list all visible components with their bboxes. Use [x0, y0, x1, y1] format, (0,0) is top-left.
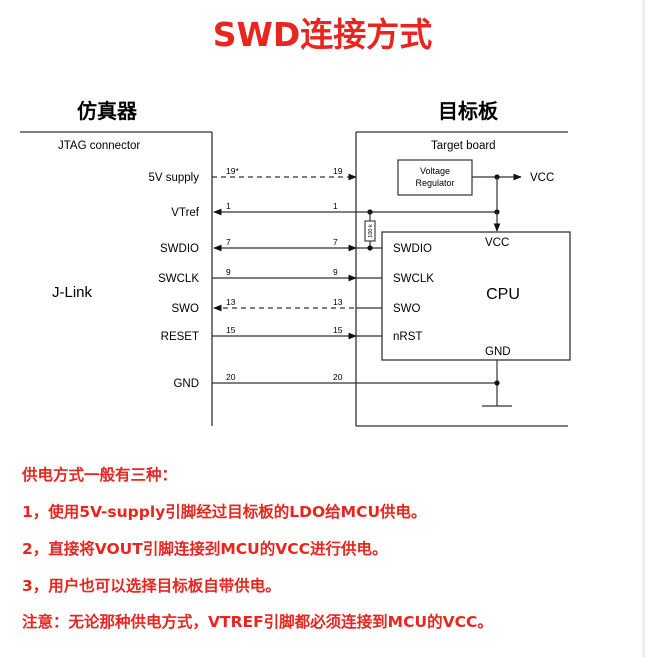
regulator-label-line1: Voltage [420, 166, 450, 176]
pin-number-left: 7 [226, 237, 231, 247]
resistor-value: 100 k [368, 224, 374, 238]
voltage-regulator: Voltage Regulator [397, 159, 473, 196]
cpu-label: CPU [486, 286, 520, 303]
cpu-gnd-label: GND [485, 346, 511, 358]
cpu-pin-nrst: nRST [393, 331, 422, 343]
jlink-label: J-Link [52, 284, 93, 301]
power-note-3: 3，用户也可以选择目标板自带供电。 [22, 577, 281, 595]
pin-row-reset: RESET 15 15 [161, 325, 382, 343]
pin-number-left: 1 [226, 201, 231, 211]
cpu-pin-swdio: SWDIO [393, 243, 432, 255]
swd-connection-diagram: 仿真器 目标板 JTAG connector Target board J-Li… [20, 99, 571, 427]
power-note-2: 2，直接将VOUT引脚连接刭MCU的VCC进行供电。 [22, 540, 388, 558]
pin-name: SWO [172, 303, 200, 315]
pin-row-gnd: GND 20 20 [173, 372, 497, 390]
pin-number-right: 19 [333, 166, 343, 176]
emulator-label: 仿真器 [77, 99, 138, 123]
pullup-resistor: 100 k [364, 209, 376, 251]
pin-number-right: 1 [333, 201, 338, 211]
pin-number-right: 9 [333, 267, 338, 277]
pin-number-left: 15 [226, 325, 236, 335]
pin-number-left: 19* [226, 166, 239, 176]
power-note-1: 1，使用5V-supply引脚经过目标板的LDO给MCU供电。 [22, 503, 427, 521]
cpu-vcc-label: VCC [485, 237, 509, 249]
pin-number-right: 13 [333, 297, 343, 307]
pin-number-left: 9 [226, 267, 231, 277]
pin-name: SWDIO [160, 243, 199, 255]
pin-number-left: 20 [226, 372, 236, 382]
pin-number-right: 20 [333, 372, 343, 382]
pin-row-vtref: VTref 1 1 [171, 201, 497, 219]
pin-row-swclk: SWCLK 9 9 [158, 267, 382, 285]
pin-row-swdio: SWDIO 7 7 [160, 237, 382, 255]
pin-row-5v-supply: 5V supply 19* 19 [148, 166, 357, 184]
pin-name: RESET [161, 331, 199, 343]
emulator-box [20, 131, 213, 426]
pin-number-right: 15 [333, 325, 343, 335]
pin-name: 5V supply [148, 172, 199, 184]
power-note-warning: 注意：无论那种供电方式，VTREF引脚都必须连接到MCU的VCC。 [22, 613, 493, 631]
regulator-label-line2: Regulator [415, 178, 454, 188]
cpu-pin-swclk: SWCLK [393, 273, 434, 285]
page-title: SWD连接方式 [212, 15, 433, 54]
pin-name: VTref [171, 207, 199, 219]
power-notes-heading: 供电方式一般有三种： [22, 466, 178, 484]
pin-name: GND [173, 378, 199, 390]
pin-row-swo: SWO 13 13 [172, 297, 382, 315]
cpu-pin-labels: SWDIO SWCLK SWO nRST [393, 243, 434, 343]
target-board-label: Target board [431, 140, 496, 152]
cpu-pin-swo: SWO [393, 303, 421, 315]
vcc-output-label: VCC [530, 172, 554, 184]
window-edge [641, 0, 645, 657]
pin-number-left: 13 [226, 297, 236, 307]
jtag-connector-label: JTAG connector [58, 140, 140, 152]
pin-name: SWCLK [158, 273, 199, 285]
pin-number-right: 7 [333, 237, 338, 247]
target-label: 目标板 [438, 99, 499, 123]
cpu-block: VCC CPU GND [381, 231, 571, 361]
